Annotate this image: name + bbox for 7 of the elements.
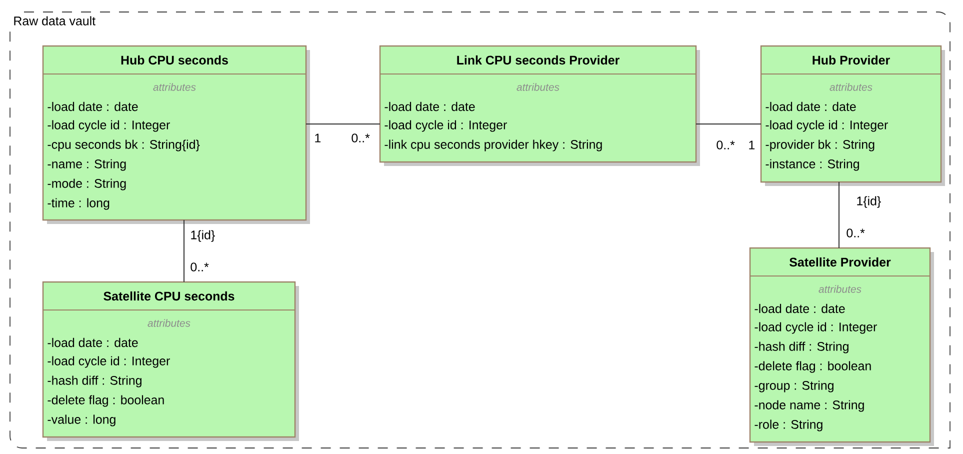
multiplicity-label: 0..* — [716, 140, 735, 150]
multiplicity-label: 1{id} — [191, 230, 215, 242]
multiplicity-label: 0..* — [846, 228, 865, 238]
multiplicity-label: 1 — [315, 134, 321, 142]
multiplicity-label: 0..* — [190, 262, 209, 272]
association-line — [838, 182, 840, 248]
multiplicity-label: 0..* — [352, 134, 370, 142]
